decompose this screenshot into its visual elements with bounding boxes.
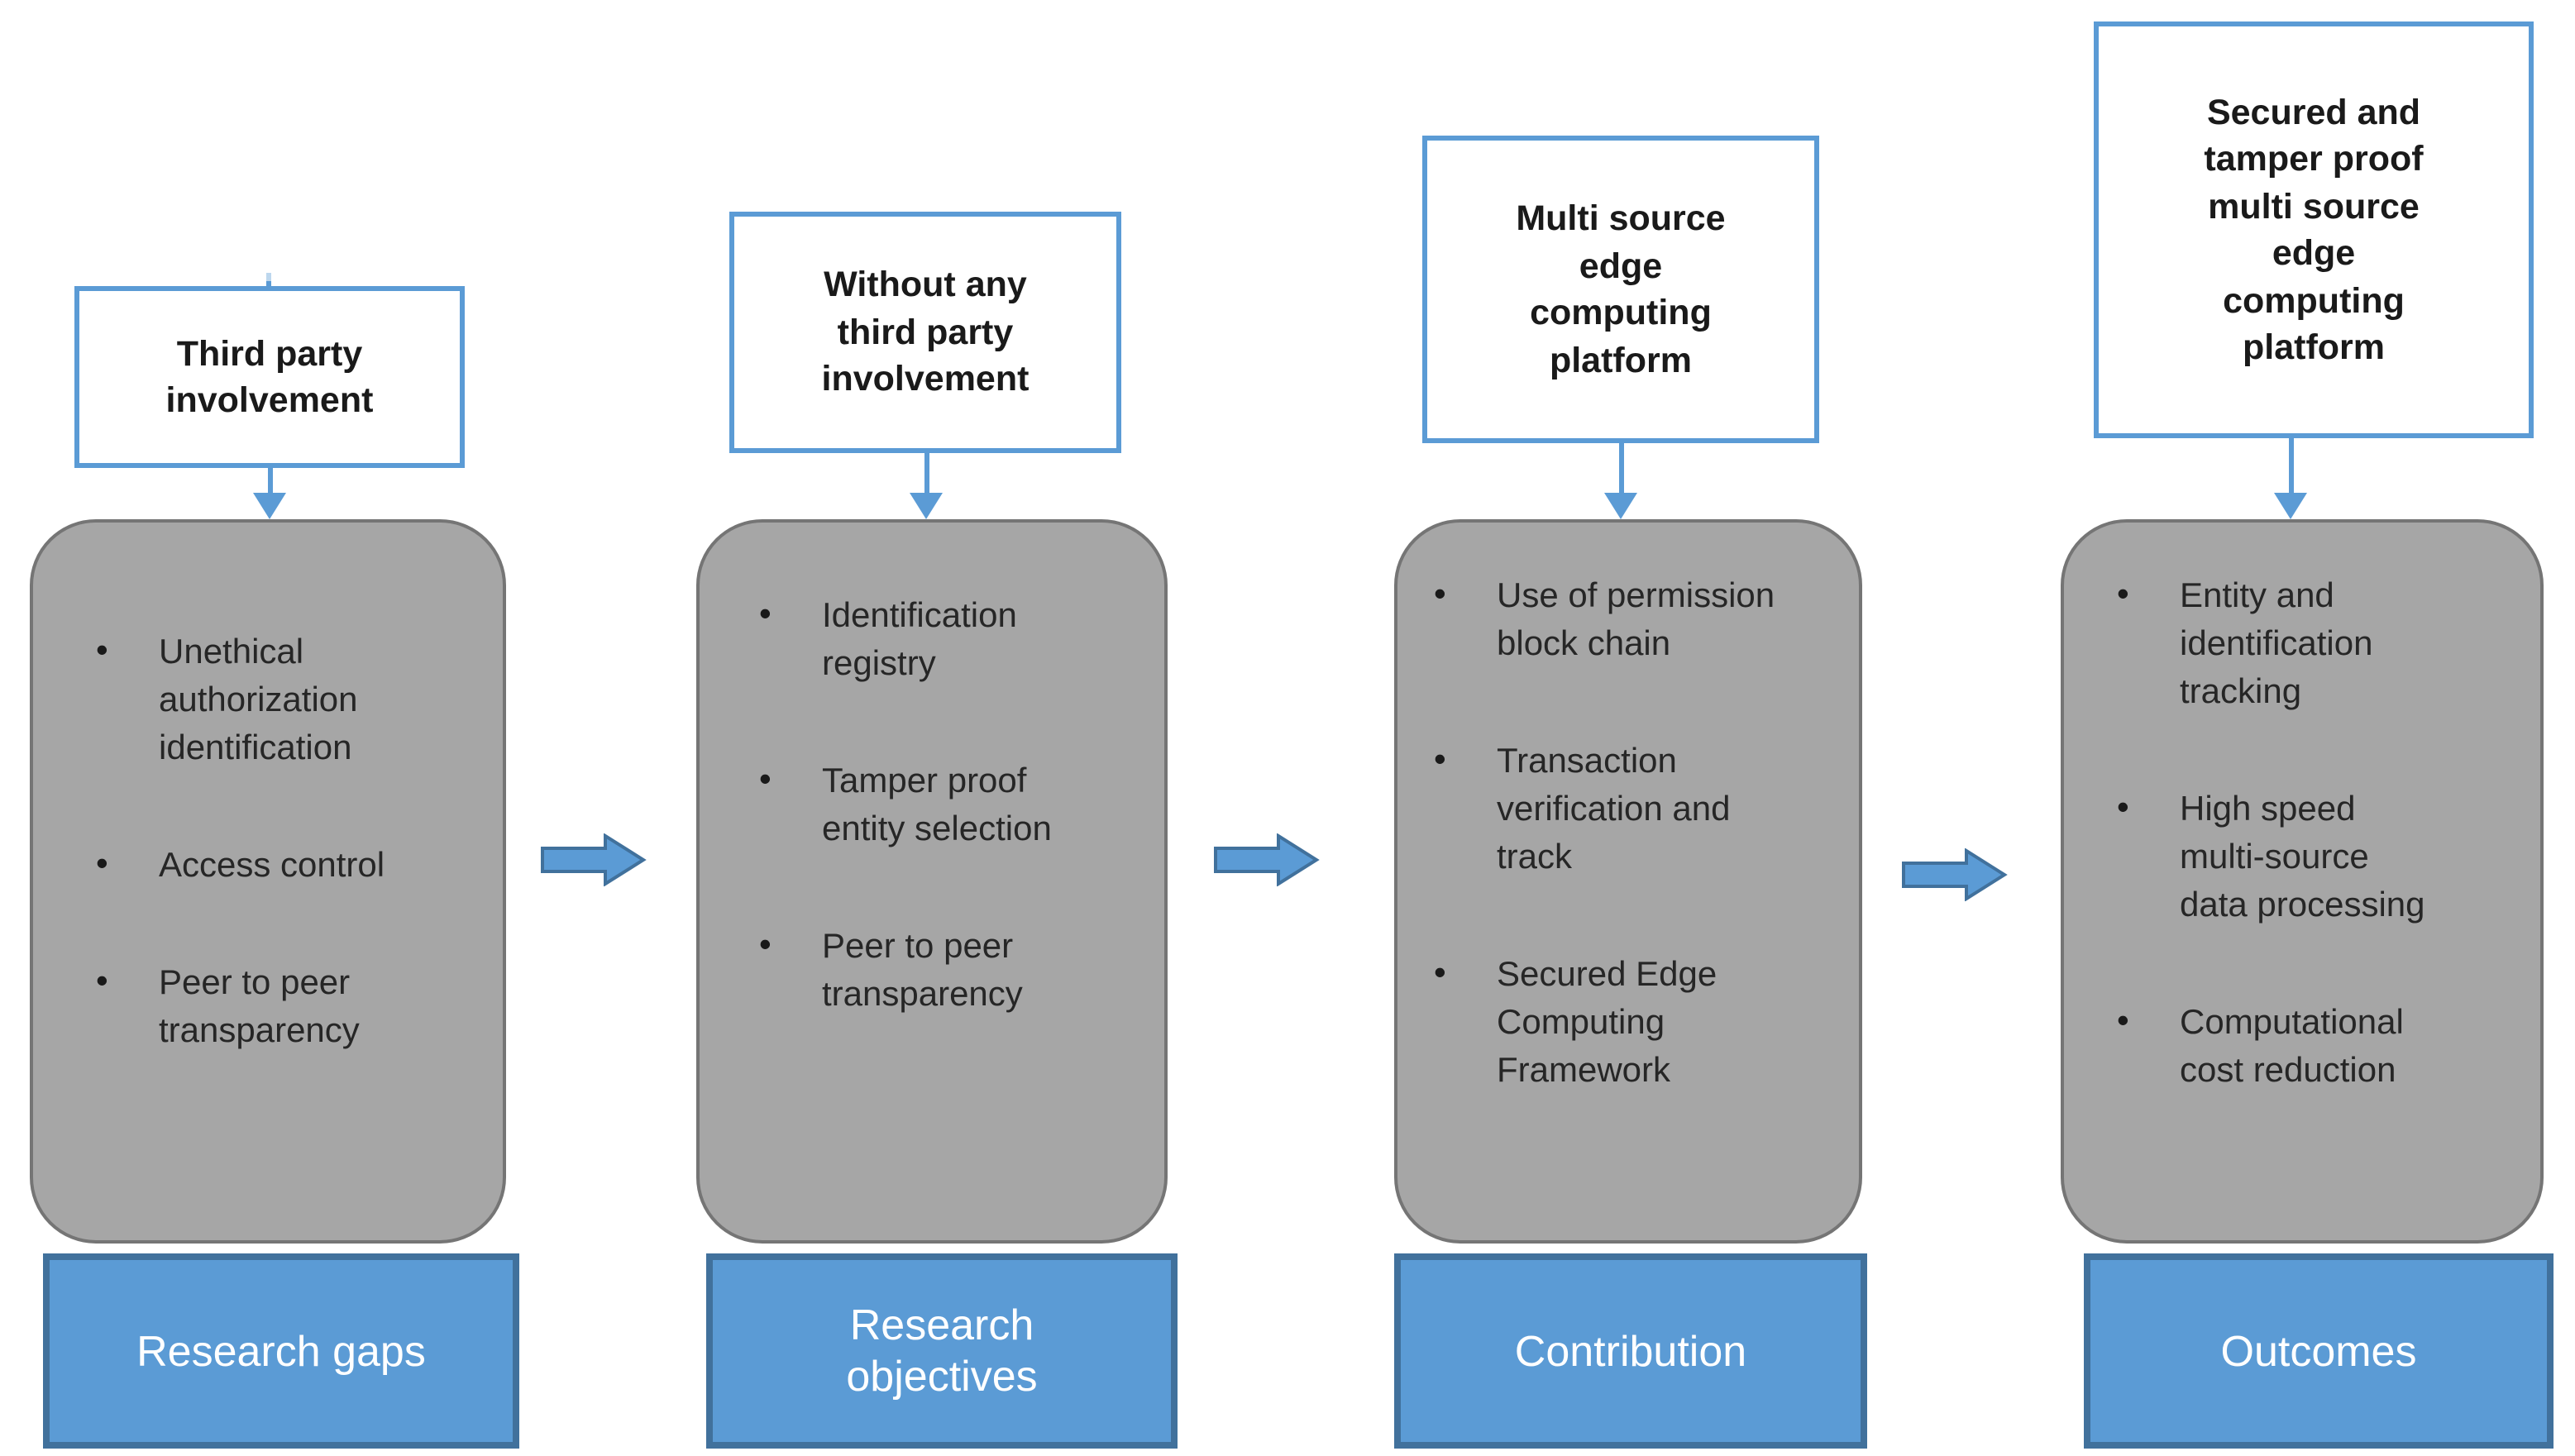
bullet-icon: • bbox=[759, 926, 772, 964]
stub-connector-tick bbox=[265, 273, 270, 288]
research-objectives-bullet-list: • Identification registry • Tamper proof e… bbox=[733, 592, 1158, 1019]
down-connector-line-2 bbox=[924, 453, 929, 496]
research-gaps-detail-box: •Unethical authorization identification … bbox=[30, 519, 506, 1244]
down-arrow-icon-4 bbox=[2274, 493, 2307, 519]
outcomes-detail-box: • Entity and identification tracking • Hig… bbox=[2061, 519, 2544, 1244]
outcomes-title-box: Outcomes bbox=[2084, 1253, 2554, 1449]
multi-source-edge-label: Multi source edge computing platform bbox=[1516, 198, 1726, 380]
list-item-text: Transaction verification and track bbox=[1497, 742, 1731, 876]
bullet-icon: • bbox=[759, 761, 772, 799]
bullet-icon: • bbox=[96, 632, 108, 670]
bullet-icon: • bbox=[759, 595, 772, 633]
secured-platform-label: Secured and tamper proof multi source ed… bbox=[2204, 92, 2424, 367]
research-gaps-title: Research gaps bbox=[136, 1325, 426, 1375]
list-item: • Tamper proof entity selection bbox=[733, 757, 1148, 853]
down-connector-line-1 bbox=[267, 468, 272, 496]
without-third-party-label: Without any third party involvement bbox=[821, 265, 1030, 399]
bullet-icon: • bbox=[96, 845, 108, 883]
third-party-involvement-box: Third party involvement bbox=[74, 286, 465, 468]
down-arrow-icon-3 bbox=[1604, 493, 1637, 519]
right-arrow-icon-2 bbox=[1214, 833, 1320, 886]
list-item: • Transaction verification and track bbox=[1407, 738, 1849, 881]
list-item-text: Peer to peer transparency bbox=[159, 964, 360, 1050]
down-connector-line-4 bbox=[2288, 438, 2293, 496]
list-item: • Computational cost reduction bbox=[2090, 999, 2530, 1095]
list-item-text: Computational cost reduction bbox=[2180, 1004, 2404, 1090]
list-item-text: Peer to peer transparency bbox=[822, 928, 1023, 1014]
list-item-text: Unethical authorization identification bbox=[159, 633, 358, 767]
list-item-text: High speed multi-source data processing bbox=[2180, 790, 2425, 924]
multi-source-edge-box: Multi source edge computing platform bbox=[1422, 136, 1819, 443]
list-item: • Peer to peer transparency bbox=[733, 923, 1148, 1019]
list-item-text: Access control bbox=[159, 847, 385, 885]
list-item: • Use of permission block chain bbox=[1407, 572, 1849, 668]
bullet-icon: • bbox=[2117, 575, 2129, 613]
bullet-icon: • bbox=[1434, 575, 1446, 613]
down-arrow-icon-2 bbox=[910, 493, 943, 519]
research-gaps-bullet-list: •Unethical authorization identification … bbox=[69, 628, 496, 1055]
bullet-icon: • bbox=[96, 962, 108, 1000]
contribution-title-box: Contribution bbox=[1394, 1253, 1867, 1449]
bullet-icon: • bbox=[2117, 1002, 2129, 1040]
list-item: • Secured Edge Computing Framework bbox=[1407, 951, 1849, 1095]
contribution-bullet-list: • Use of permission block chain • Transact… bbox=[1407, 572, 1859, 1095]
right-arrow-icon-3 bbox=[1902, 848, 2008, 901]
list-item-text: Secured Edge Computing Framework bbox=[1497, 956, 1717, 1090]
list-item: • Entity and identification tracking bbox=[2090, 572, 2530, 716]
contribution-detail-box: • Use of permission block chain • Transact… bbox=[1394, 519, 1862, 1244]
down-connector-line-3 bbox=[1618, 443, 1623, 496]
research-gaps-title-box: Research gaps bbox=[43, 1253, 519, 1449]
right-arrow-icon-1 bbox=[541, 833, 647, 886]
outcomes-title: Outcomes bbox=[2220, 1325, 2417, 1375]
without-third-party-box: Without any third party involvement bbox=[729, 212, 1121, 453]
research-objectives-detail-box: • Identification registry • Tamper proof e… bbox=[696, 519, 1168, 1244]
list-item-text: Tamper proof entity selection bbox=[822, 762, 1052, 848]
list-item: • High speed multi-source data processing bbox=[2090, 785, 2530, 929]
list-item-text: Use of permission block chain bbox=[1497, 577, 1775, 663]
bullet-icon: • bbox=[1434, 741, 1446, 779]
research-objectives-title-box: Research objectives bbox=[706, 1253, 1178, 1449]
bullet-icon: • bbox=[1434, 954, 1446, 992]
down-arrow-icon-1 bbox=[253, 493, 286, 519]
list-item: • Unethical authorization identification bbox=[69, 628, 486, 772]
third-party-involvement-label: Third party involvement bbox=[165, 333, 374, 420]
research-objectives-title: Research objectives bbox=[846, 1300, 1038, 1401]
secured-platform-box: Secured and tamper proof multi source ed… bbox=[2094, 21, 2534, 438]
bullet-icon: • bbox=[2117, 789, 2129, 827]
list-item-text: Entity and identification tracking bbox=[2180, 577, 2373, 711]
list-item: • Peer to peer transparency bbox=[69, 959, 486, 1055]
contribution-title: Contribution bbox=[1514, 1325, 1747, 1375]
list-item: • Identification registry bbox=[733, 592, 1148, 688]
outcomes-bullet-list: • Entity and identification tracking • Hig… bbox=[2090, 572, 2540, 1095]
list-item-text: Identification registry bbox=[822, 597, 1017, 683]
list-item: • Access control bbox=[69, 842, 486, 890]
